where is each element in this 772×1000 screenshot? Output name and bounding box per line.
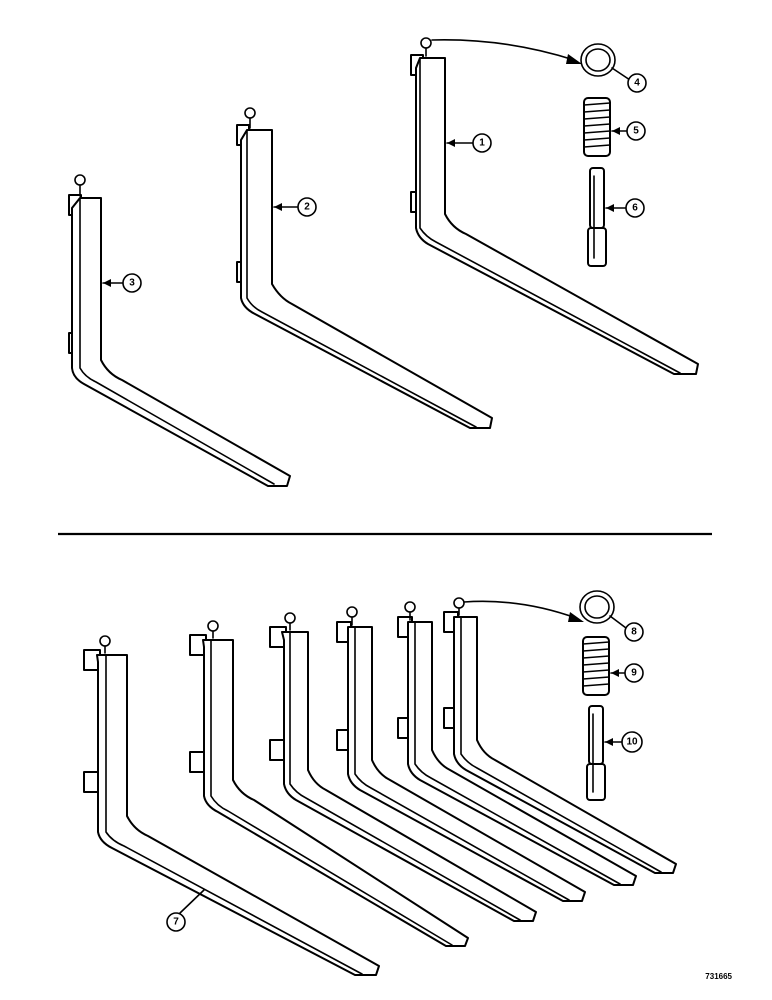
callout-leaders <box>102 67 631 914</box>
bottom-exploded-parts <box>463 590 615 801</box>
callout-3: 3 <box>122 273 142 293</box>
fork-bottom-a <box>189 620 469 947</box>
callout-7: 7 <box>166 912 186 932</box>
spring-5 <box>583 97 611 157</box>
callout-2-label: 2 <box>304 202 310 213</box>
callout-6-label: 6 <box>632 203 638 214</box>
callout-1: 1 <box>472 133 492 153</box>
callout-10: 10 <box>621 731 643 753</box>
top-exploded-parts <box>431 39 616 267</box>
pin-6 <box>587 167 607 267</box>
pin-10 <box>586 705 606 801</box>
arrow-head-top <box>566 54 582 64</box>
fork-bottom-e <box>443 597 677 874</box>
fork-bottom-c <box>336 606 586 902</box>
callout-3-label: 3 <box>129 278 135 289</box>
arrow-leader-top <box>431 39 575 61</box>
fork-7 <box>83 635 380 976</box>
spring-9 <box>582 636 610 696</box>
lock-ring-4 <box>580 43 616 77</box>
callout-5: 5 <box>626 121 646 141</box>
callout-9-label: 9 <box>631 668 637 679</box>
callout-5-label: 5 <box>633 126 639 137</box>
callout-7-label: 7 <box>173 917 179 928</box>
fork-bottom-d <box>397 601 637 886</box>
callout-4: 4 <box>627 73 647 93</box>
callout-4-label: 4 <box>634 78 640 89</box>
fork-2 <box>236 107 493 429</box>
callout-8: 8 <box>624 622 644 642</box>
lock-ring-8 <box>579 590 615 624</box>
arrow-leader-bottom <box>463 600 577 619</box>
arrow-head-bottom <box>568 612 584 622</box>
callout-8-label: 8 <box>631 627 637 638</box>
drawing-number: 731665 <box>705 972 732 981</box>
fork-3 <box>68 174 291 487</box>
callout-9: 9 <box>624 663 644 683</box>
callout-10-label: 10 <box>626 737 638 748</box>
fork-bottom-b <box>269 612 537 922</box>
callout-1-label: 1 <box>479 138 485 149</box>
callout-2: 2 <box>297 197 317 217</box>
callout-6: 6 <box>625 198 645 218</box>
fork-1 <box>410 37 699 375</box>
